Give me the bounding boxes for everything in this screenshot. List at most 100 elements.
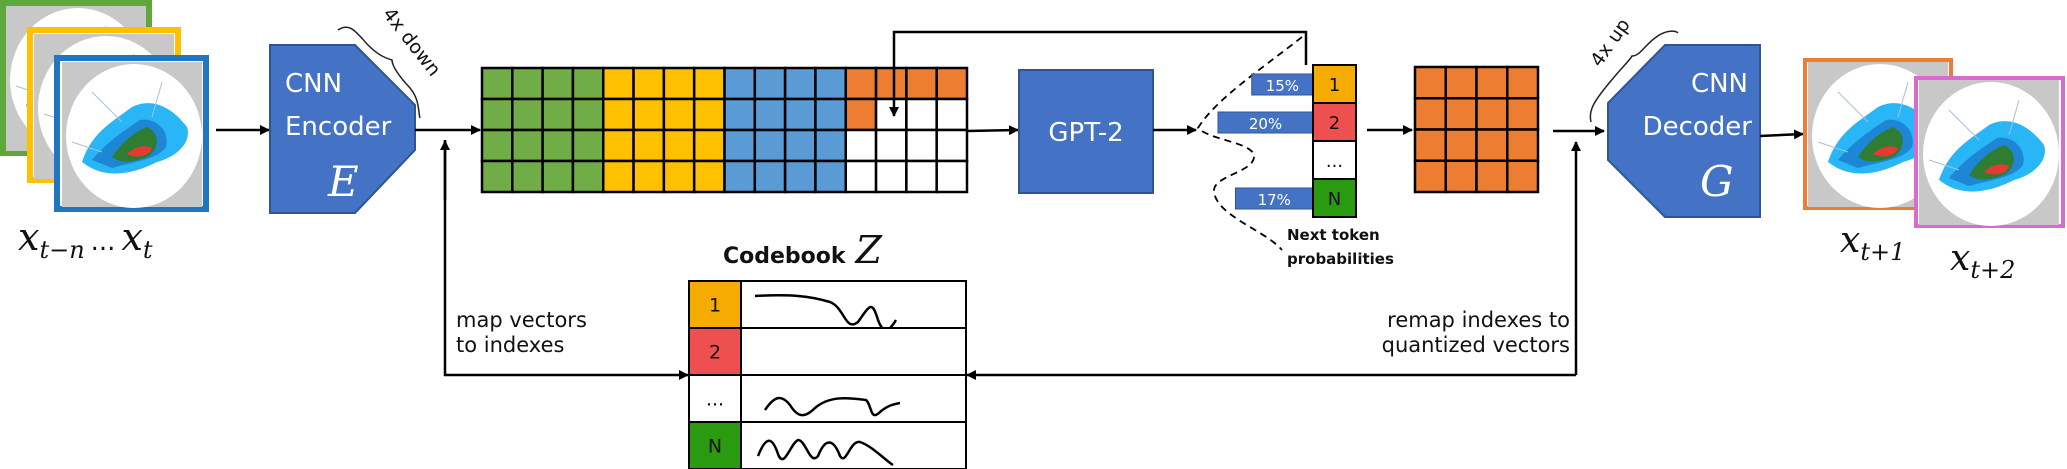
token-cell [602,159,635,194]
remap-annotation-line2: quantized vectors [1382,333,1570,357]
token-cell [935,97,969,132]
token-cell [480,128,514,163]
token-cell [571,66,605,101]
output-label-2: xt+2 [1950,238,2015,284]
probability-value: 15% [1266,77,1299,95]
probabilities-caption-line2: probabilities [1287,250,1394,268]
codebook-vector-waveform [756,438,894,467]
predicted-token-cell [1506,159,1540,194]
token-cell [935,66,969,101]
decoder-symbol: G [1700,157,1734,206]
token-cell [632,159,666,194]
token-cell [723,159,757,194]
token-cell [541,159,575,194]
autoregressive-feedback-arrow [889,30,1308,117]
input-frames [0,0,209,212]
predicted-token-cell [1444,128,1478,162]
token-cell [844,159,878,194]
encoder-symbol: E [327,157,359,206]
map-vectors-arrow [443,140,689,380]
predicted-token-cell [1475,97,1509,131]
token-cell [541,128,575,163]
decoder-label-decoder: Decoder [1643,112,1753,142]
token-cell [783,97,817,132]
cnn-decoder-block: CNN Decoder G [1607,44,1761,218]
token-cell [480,66,514,101]
arrow-grid-to-gpt [966,125,1019,136]
token-cell [723,128,757,163]
predicted-token-cell [1506,128,1540,162]
predicted-token-cell [1413,97,1447,131]
predicted-token-cell [1413,159,1447,194]
gpt2-label: GPT-2 [1048,118,1123,148]
probability-value: 20% [1249,115,1282,133]
token-cell [783,128,817,163]
predicted-token-cell [1413,128,1447,162]
next-token-probabilities: 15%120%2...17%N [1217,64,1357,218]
token-index-cell [1312,102,1357,142]
predicted-token-cell [1413,65,1447,100]
codebook-row: 1 [688,280,967,331]
token-cell [571,128,605,163]
token-cell [692,159,726,194]
token-cell [480,97,514,132]
token-cell [571,159,605,194]
predicted-token-cell [1444,65,1478,100]
predicted-token-cell [1506,65,1540,100]
downsample-label: 4x down [378,4,445,81]
codebook-index-label: ... [706,389,724,411]
token-cell [874,97,908,132]
token-cell [662,159,696,194]
token-cell [783,159,817,194]
token-index-label: ... [1326,151,1343,172]
predicted-token-cell [1444,97,1478,131]
token-cell [753,66,787,101]
token-cell [814,66,847,101]
codebook-row: N [688,421,967,469]
probability-value: 17% [1258,191,1291,209]
probabilities-caption-line1: Next token [1287,226,1380,244]
codebook-index-cell [688,421,742,469]
token-cell [602,97,635,132]
token-cell [511,66,544,101]
token-cell [874,128,908,163]
predicted-token-cell [1475,159,1509,194]
token-cell [874,66,908,101]
token-cell [905,159,938,194]
probability-distribution-curve [1196,36,1303,251]
token-cell [935,159,969,194]
token-cell [480,159,514,194]
token-index-label: 1 [1329,75,1340,96]
token-cell [632,128,666,163]
token-index-label: N [1328,189,1341,210]
token-cell [541,97,575,132]
predicted-token-cell [1444,159,1478,194]
predicted-token-cell [1475,65,1509,100]
upsample-brace-icon [1589,30,1679,123]
remap-annotation-line1: remap indexes to [1387,308,1570,332]
token-cell [632,97,666,132]
codebook-index-label: N [708,436,722,458]
downsample-brace-icon [337,26,421,119]
token-cell [662,128,696,163]
codebook-table: 1 2... N [688,280,967,469]
codebook-index-label: 1 [709,295,721,317]
token-cell [723,97,757,132]
predicted-token-cell [1475,128,1509,162]
encoder-label-cnn: CNN [285,69,342,99]
token-cell [511,128,544,163]
codebook-index-label: 2 [709,342,721,364]
token-cell [905,97,938,132]
token-cell [692,66,726,101]
codebook-row: ... [688,374,967,423]
token-cell [935,128,969,163]
token-cell [814,97,847,132]
token-cell [905,128,938,163]
token-cell [783,66,817,101]
input-sequence-label: xt−n...xt [18,215,153,264]
codebook-vector-waveform [763,396,901,417]
predicted-token-cell [1506,97,1540,131]
token-grid [480,66,969,194]
